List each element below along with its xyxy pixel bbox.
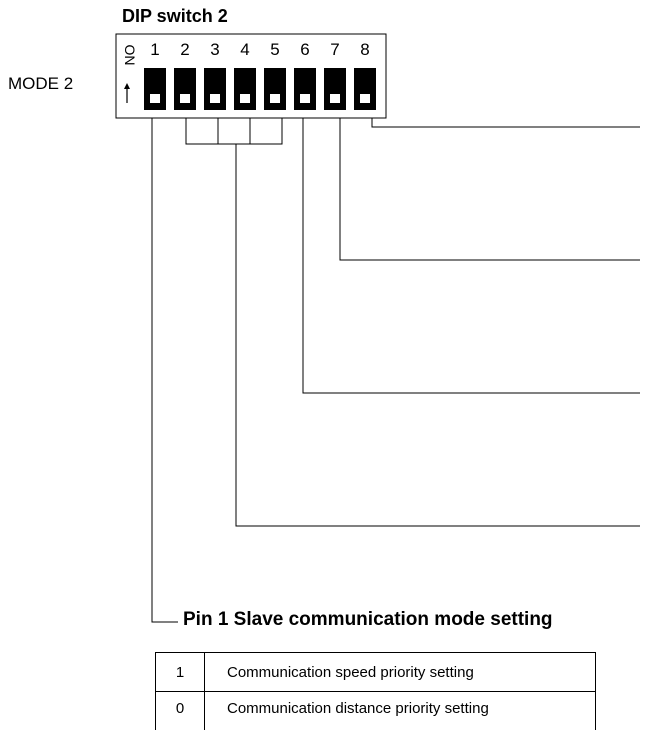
switch-6 [294,68,316,110]
switch-number-3: 3 [210,40,219,59]
table-row: 1 Communication speed priority setting [155,652,596,692]
switch-3 [204,68,226,110]
switch-8 [354,68,376,110]
switch-number-4: 4 [240,40,249,59]
leader-line-pins-2-5 [235,144,640,527]
pin1-heading: Pin 1 Slave communication mode setting [183,609,553,630]
switch-number-1: 1 [150,40,159,59]
switch-5 [264,68,286,110]
leader-line-pin6 [302,118,640,394]
on-label: ON [122,45,138,66]
setting-value: 0 [155,691,205,730]
switch-7 [324,68,346,110]
switch-4 [234,68,256,110]
bracket-pins-2-5 [185,118,283,145]
setting-value: 1 [155,652,205,692]
switch-1 [144,68,166,110]
setting-description: Communication speed priority setting [204,652,596,692]
switch-number-2: 2 [180,40,189,59]
switch-2 [174,68,196,110]
switch-number-7: 7 [330,40,339,59]
leader-line-pin1 [151,118,178,623]
switch-number-8: 8 [360,40,369,59]
on-arrow-icon [124,83,130,103]
leader-line-pin8 [371,118,640,128]
switch-slots [144,68,376,110]
table-row: 0 Communication distance priority settin… [155,691,596,730]
setting-description: Communication distance priority setting [204,691,596,730]
switch-number-6: 6 [300,40,309,59]
switch-number-5: 5 [270,40,279,59]
dip-switch-title: DIP switch 2 [122,6,228,26]
mode-label: MODE 2 [8,74,74,93]
leader-line-pin7 [339,118,640,261]
pin1-settings-table: 1 Communication speed priority setting 0… [155,652,596,730]
